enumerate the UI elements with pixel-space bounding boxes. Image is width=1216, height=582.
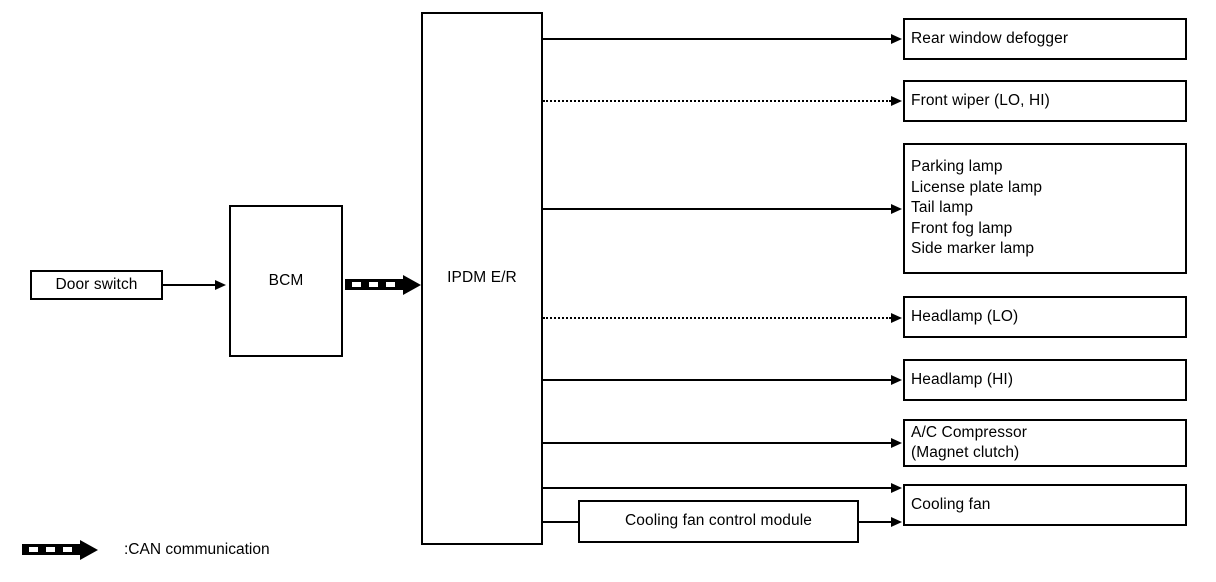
arrow-to-cooling-fan-direct: [891, 482, 902, 493]
node-headlamp-hi-label: Headlamp (HI): [911, 370, 1014, 388]
legend-canbus-arrowhead: [80, 539, 98, 560]
node-headlamp-hi[interactable]: Headlamp (HI): [903, 359, 1187, 401]
node-headlamp-lo[interactable]: Headlamp (LO): [903, 296, 1187, 338]
edge-ipdm-to-lamp-group: [543, 208, 891, 210]
arrow-to-front-wiper: [891, 95, 902, 106]
node-ac-compressor[interactable]: A/C Compressor (Magnet clutch): [903, 419, 1187, 467]
edge-door-switch-to-bcm: [163, 284, 215, 286]
legend-can-communication-label: :CAN communication: [124, 541, 270, 558]
arrow-door-switch-to-bcm: [215, 279, 226, 290]
canbus-gap: [46, 547, 55, 552]
node-front-wiper-label: Front wiper (LO, HI): [911, 91, 1050, 109]
node-cooling-fan-label: Cooling fan: [911, 495, 991, 513]
node-ipdm-er-label: IPDM E/R: [447, 269, 517, 287]
canbus-gap: [369, 282, 378, 287]
canbus-gap: [386, 282, 395, 287]
arrow-cooling-fan-control-module-to-cooling-fan: [891, 516, 902, 527]
node-rear-window-defogger-label: Rear window defogger: [911, 29, 1069, 47]
arrow-to-lamp-group: [891, 203, 902, 214]
canbus-gap: [29, 547, 38, 552]
arrow-to-headlamp-lo: [891, 312, 902, 323]
arrow-to-rear-window-defogger: [891, 33, 902, 44]
node-front-wiper[interactable]: Front wiper (LO, HI): [903, 80, 1187, 122]
node-ac-compressor-label: A/C Compressor (Magnet clutch): [911, 423, 1027, 462]
can-communication-icon: [22, 539, 118, 560]
node-cooling-fan-control-module-label: Cooling fan control module: [625, 512, 812, 530]
edge-ipdm-to-cooling-fan-control-module: [543, 521, 580, 523]
canbus-gap: [352, 282, 361, 287]
node-bcm[interactable]: BCM: [229, 205, 343, 357]
edge-ipdm-to-ac-compressor: [543, 442, 891, 444]
legend-canbus-bar: [22, 544, 84, 555]
node-rear-window-defogger[interactable]: Rear window defogger: [903, 18, 1187, 60]
node-lamp-group-label: Parking lamp License plate lamp Tail lam…: [911, 158, 1043, 258]
edge-bcm-to-ipdm-canbus: [345, 279, 407, 290]
edge-ipdm-to-rear-window-defogger: [543, 38, 891, 40]
arrow-to-ac-compressor: [891, 437, 902, 448]
legend-can-communication: :CAN communication: [22, 539, 270, 560]
edge-ipdm-to-cooling-fan: [543, 487, 891, 489]
node-door-switch-label: Door switch: [55, 275, 138, 293]
edge-cooling-fan-control-module-to-cooling-fan: [859, 521, 891, 523]
arrow-bcm-to-ipdm: [403, 274, 421, 295]
canbus-gap: [63, 547, 72, 552]
node-door-switch[interactable]: Door switch: [30, 270, 163, 300]
edge-ipdm-to-front-wiper: [543, 100, 891, 102]
node-lamp-group[interactable]: Parking lamp License plate lamp Tail lam…: [903, 143, 1187, 274]
arrow-to-headlamp-hi: [891, 374, 902, 385]
node-bcm-label: BCM: [268, 271, 304, 289]
edge-ipdm-to-headlamp-hi: [543, 379, 891, 381]
edge-ipdm-to-headlamp-lo: [543, 317, 891, 319]
node-cooling-fan[interactable]: Cooling fan: [903, 484, 1187, 526]
node-ipdm-er[interactable]: IPDM E/R: [421, 12, 543, 545]
node-cooling-fan-control-module[interactable]: Cooling fan control module: [578, 500, 859, 543]
node-headlamp-lo-label: Headlamp (LO): [911, 307, 1019, 325]
